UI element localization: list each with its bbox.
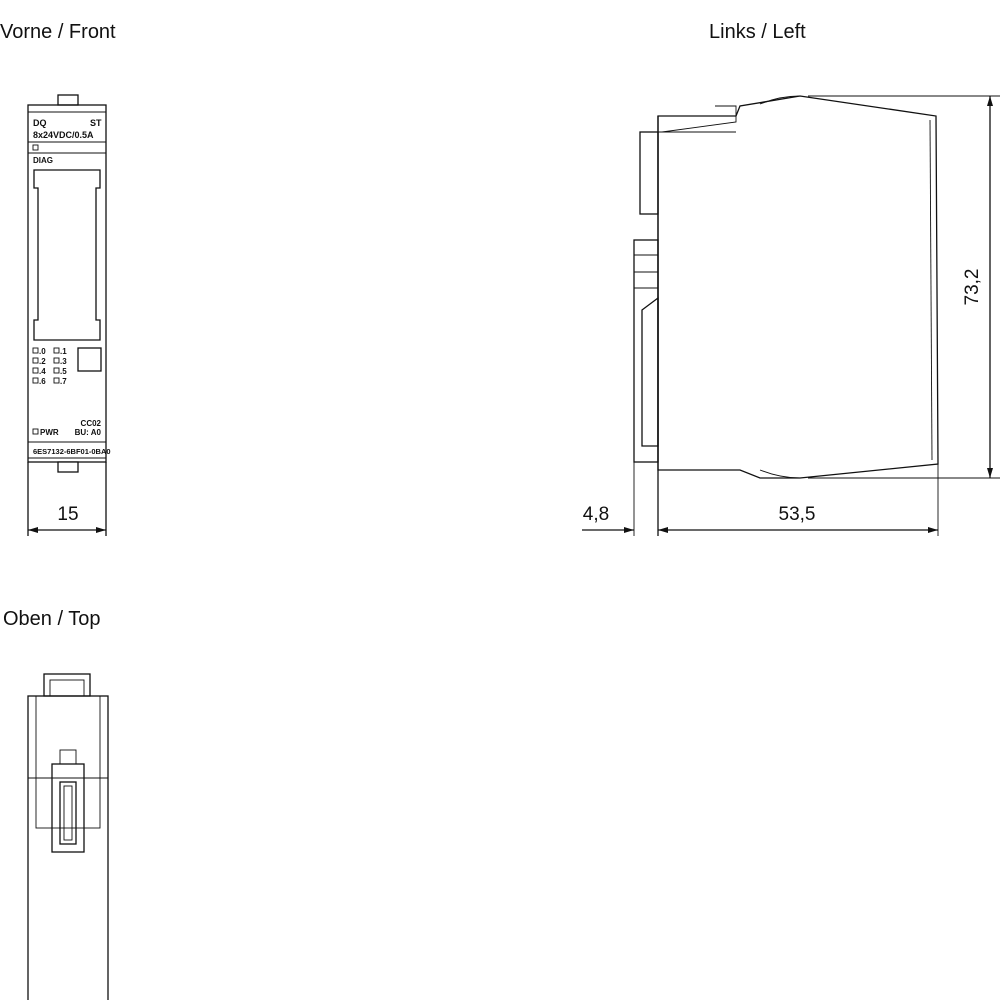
depth-dimension-label: 53,5 bbox=[779, 504, 816, 525]
front-top-latch bbox=[57, 94, 79, 106]
pwr-led bbox=[32, 428, 39, 435]
label-window bbox=[33, 169, 101, 341]
top-view bbox=[27, 673, 109, 1000]
diag-label: DIAG bbox=[33, 156, 53, 165]
channel-label: .2 bbox=[39, 357, 46, 366]
channel-label: .7 bbox=[60, 377, 67, 386]
qr-code-square bbox=[77, 347, 102, 372]
top-tab bbox=[59, 749, 77, 765]
rail-clip bbox=[641, 296, 659, 447]
channel-label: .1 bbox=[60, 347, 67, 356]
channel-label: .5 bbox=[60, 367, 67, 376]
offset-dimension-label: 4,8 bbox=[583, 504, 609, 525]
channel-label: .0 bbox=[39, 347, 46, 356]
module-type-label: DQ bbox=[33, 118, 47, 128]
left-view-title: Links / Left bbox=[709, 21, 806, 43]
channel-label: .4 bbox=[39, 367, 46, 376]
left-body-outline bbox=[657, 95, 939, 479]
color-code-label: CC02 bbox=[81, 419, 102, 428]
front-bottom-latch bbox=[57, 461, 79, 473]
base-unit-label: BU: A0 bbox=[75, 428, 102, 437]
top-connector-slot bbox=[59, 781, 77, 845]
top-body-outline bbox=[27, 695, 109, 1000]
connector-block bbox=[639, 131, 659, 215]
status-led bbox=[32, 144, 39, 151]
top-latch-outer bbox=[43, 673, 91, 697]
rail-mount bbox=[633, 239, 659, 463]
pwr-label: PWR bbox=[40, 428, 59, 437]
front-view-title: Vorne / Front bbox=[0, 21, 116, 43]
channel-label: .3 bbox=[60, 357, 67, 366]
top-view-title: Oben / Top bbox=[3, 608, 100, 630]
width-dimension-label: 15 bbox=[57, 504, 78, 525]
top-connector bbox=[51, 763, 85, 853]
rating-label: 8x24VDC/0.5A bbox=[33, 130, 94, 140]
channel-leds: .0 .1 .2 .3 .4 .5 .6 .7 bbox=[32, 347, 67, 386]
left-view: 73,2 4,8 53,5 bbox=[582, 95, 1000, 536]
order-number-label: 6ES7132-6BF01-0BA0 bbox=[33, 447, 111, 456]
channel-label: .6 bbox=[39, 377, 46, 386]
front-view: DQ ST 8x24VDC/0.5A DIAG .0 .1 .2 .3 .4 .… bbox=[27, 94, 111, 536]
height-dimension-label: 73,2 bbox=[962, 269, 983, 306]
status-label: ST bbox=[90, 118, 102, 128]
